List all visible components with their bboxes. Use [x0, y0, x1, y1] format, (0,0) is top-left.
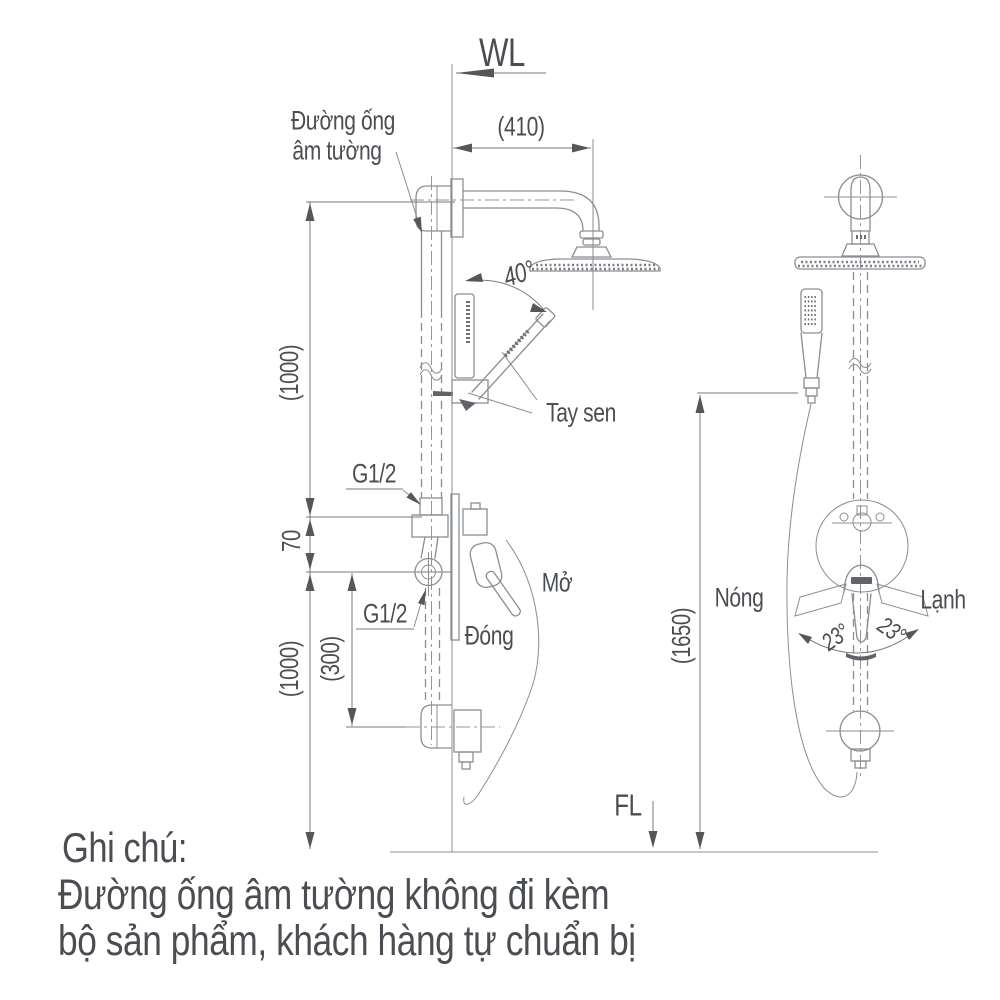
mixer-valve [356, 552, 443, 630]
hose-front [786, 403, 858, 798]
concealed-pipe-leader [395, 151, 422, 233]
hand-shower-leaders [467, 351, 538, 414]
dim-1000-upper-label: (1000) [274, 344, 304, 402]
thread-top-label: G1/2 [351, 458, 397, 489]
dim-70-label: 70 [276, 530, 306, 552]
floor-line-label: FL [614, 787, 642, 823]
side-view [346, 151, 661, 805]
dim-410-label: (410) [497, 111, 545, 142]
top-wall-elbow [415, 178, 464, 238]
cold-label: Lạnh [920, 584, 966, 615]
shower-arm [410, 190, 613, 258]
front-hand-shower [800, 288, 823, 404]
hose-side [463, 539, 540, 805]
dimension-1650 [695, 392, 798, 849]
thread-bottom-label: G1/2 [362, 598, 408, 629]
concealed-pipe-label-line1: Đường ống [290, 105, 396, 136]
dimension-410 [453, 139, 594, 310]
close-label: Đóng [464, 620, 514, 651]
bottom-wall-outlet [420, 704, 482, 770]
dim-300-label: (300) [315, 636, 345, 682]
hand-shower-label: Tay sen [546, 397, 616, 428]
note-line1: Đường ống âm tường không đi kèm [58, 871, 610, 919]
dimension-column-left [305, 201, 500, 849]
open-label: Mở [541, 567, 573, 598]
slide-rail [419, 176, 453, 745]
floor-line [390, 801, 878, 853]
overhead-shower-head [529, 258, 661, 272]
wall-line-label: WL [478, 31, 526, 75]
hot-label: Nóng [714, 582, 764, 613]
front-shower-head [794, 256, 926, 270]
hand-shower-side [451, 293, 489, 411]
front-bottom-outlet [826, 710, 894, 769]
front-view [786, 155, 929, 798]
concealed-pipe-label-line2: âm tường [292, 135, 382, 166]
dim-1000-lower-label: (1000) [274, 640, 304, 698]
dim-1650-label: (1650) [666, 607, 696, 665]
note-title: Ghi chú: [62, 824, 187, 871]
note-line2: bộ sản phẩm, khách hàng tự chuẩn bị [58, 917, 636, 965]
front-mixer-valve [794, 499, 929, 661]
hand-shower-rotated [465, 273, 556, 400]
rail-slider [346, 488, 488, 641]
wall-line [451, 64, 546, 852]
valve-handle [469, 541, 521, 617]
front-top-flange [824, 174, 897, 257]
